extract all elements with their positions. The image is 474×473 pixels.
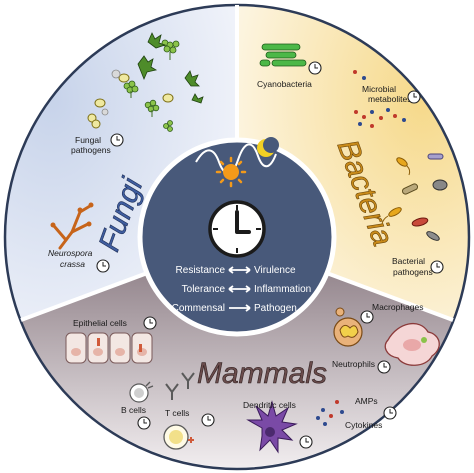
epithelial-cells-icon	[65, 332, 153, 364]
center-row-2: Tolerance Inflammation	[182, 284, 312, 295]
macrophages-label: Macrophages	[372, 302, 424, 312]
fungal-pathogens-label-1: Fungal	[75, 135, 101, 145]
macrophage-icon	[384, 322, 440, 366]
mini-clock-icon	[201, 413, 215, 427]
day-night-wave	[195, 143, 277, 174]
divider-left	[20, 270, 151, 322]
cytokine-dots	[316, 400, 344, 426]
row2-left: Tolerance	[182, 284, 226, 295]
center-row-3: Commensal Pathogen	[172, 303, 297, 314]
row3-left: Commensal	[172, 303, 225, 314]
moon-icon	[257, 137, 279, 157]
mini-clock-icon	[137, 416, 151, 430]
bacterial-pathogens-icon	[381, 153, 448, 241]
bacterial-pathogens-label-1: Bacterial	[392, 256, 425, 266]
bacterial-pathogens-label-2: pathogens	[393, 267, 433, 277]
dendritic-label: Dendritic cells	[243, 400, 296, 410]
sun-icon	[215, 156, 247, 188]
neutrophils-label: Neutrophils	[332, 359, 375, 369]
b-cell-icon	[129, 381, 154, 403]
double-arrow-1	[228, 266, 251, 274]
clock-icon	[208, 200, 266, 258]
epithelial-label: Epithelial cells	[73, 318, 127, 328]
mammals-sector	[21, 237, 453, 468]
mini-clock-icon	[377, 360, 391, 374]
row1-left: Resistance	[176, 265, 226, 276]
neurospora-label-2: crassa	[60, 259, 85, 269]
arrow-3	[229, 304, 251, 312]
mini-clock-icon	[430, 260, 444, 274]
amps-label: AMPs	[355, 396, 378, 406]
row3-right: Pathogen	[254, 303, 297, 314]
cytokines-label: Cytokines	[345, 420, 382, 430]
center-row-1: Resistance Virulence	[176, 265, 296, 276]
row2-right: Inflammation	[254, 284, 311, 295]
dendritic-cell-icon	[246, 400, 298, 454]
double-arrow-2	[228, 285, 251, 293]
cyanobacteria-icon	[259, 43, 307, 67]
mini-clock-icon	[299, 435, 313, 449]
neutrophil-icon	[333, 307, 363, 347]
neurospora-label-1: Neurospora	[48, 248, 93, 258]
cyanobacteria-label: Cyanobacteria	[257, 79, 312, 89]
row1-right: Virulence	[254, 265, 296, 276]
neurospora-hyphae-icon	[52, 204, 92, 250]
mammals-title: Mammals	[197, 357, 327, 390]
fungal-spores-icon	[87, 32, 204, 132]
mini-clock-icon	[308, 61, 322, 75]
mini-clock-icon	[110, 133, 124, 147]
t-cell-icon	[163, 424, 194, 450]
t-cells-label: T cells	[165, 408, 189, 418]
antibody-icon	[165, 372, 195, 400]
mini-clock-icon	[407, 90, 421, 104]
divider-right	[323, 270, 454, 322]
metabolite-dots	[353, 70, 406, 128]
mini-clock-icon	[360, 310, 374, 324]
mini-clock-icon	[383, 406, 397, 420]
fungal-pathogens-label-2: pathogens	[71, 145, 111, 155]
metabolites-label-2: metabolites	[368, 94, 411, 104]
mini-clock-icon	[96, 259, 110, 273]
mini-clock-icon	[143, 316, 157, 330]
b-cells-label: B cells	[121, 405, 146, 415]
metabolites-label-1: Microbial	[362, 84, 396, 94]
